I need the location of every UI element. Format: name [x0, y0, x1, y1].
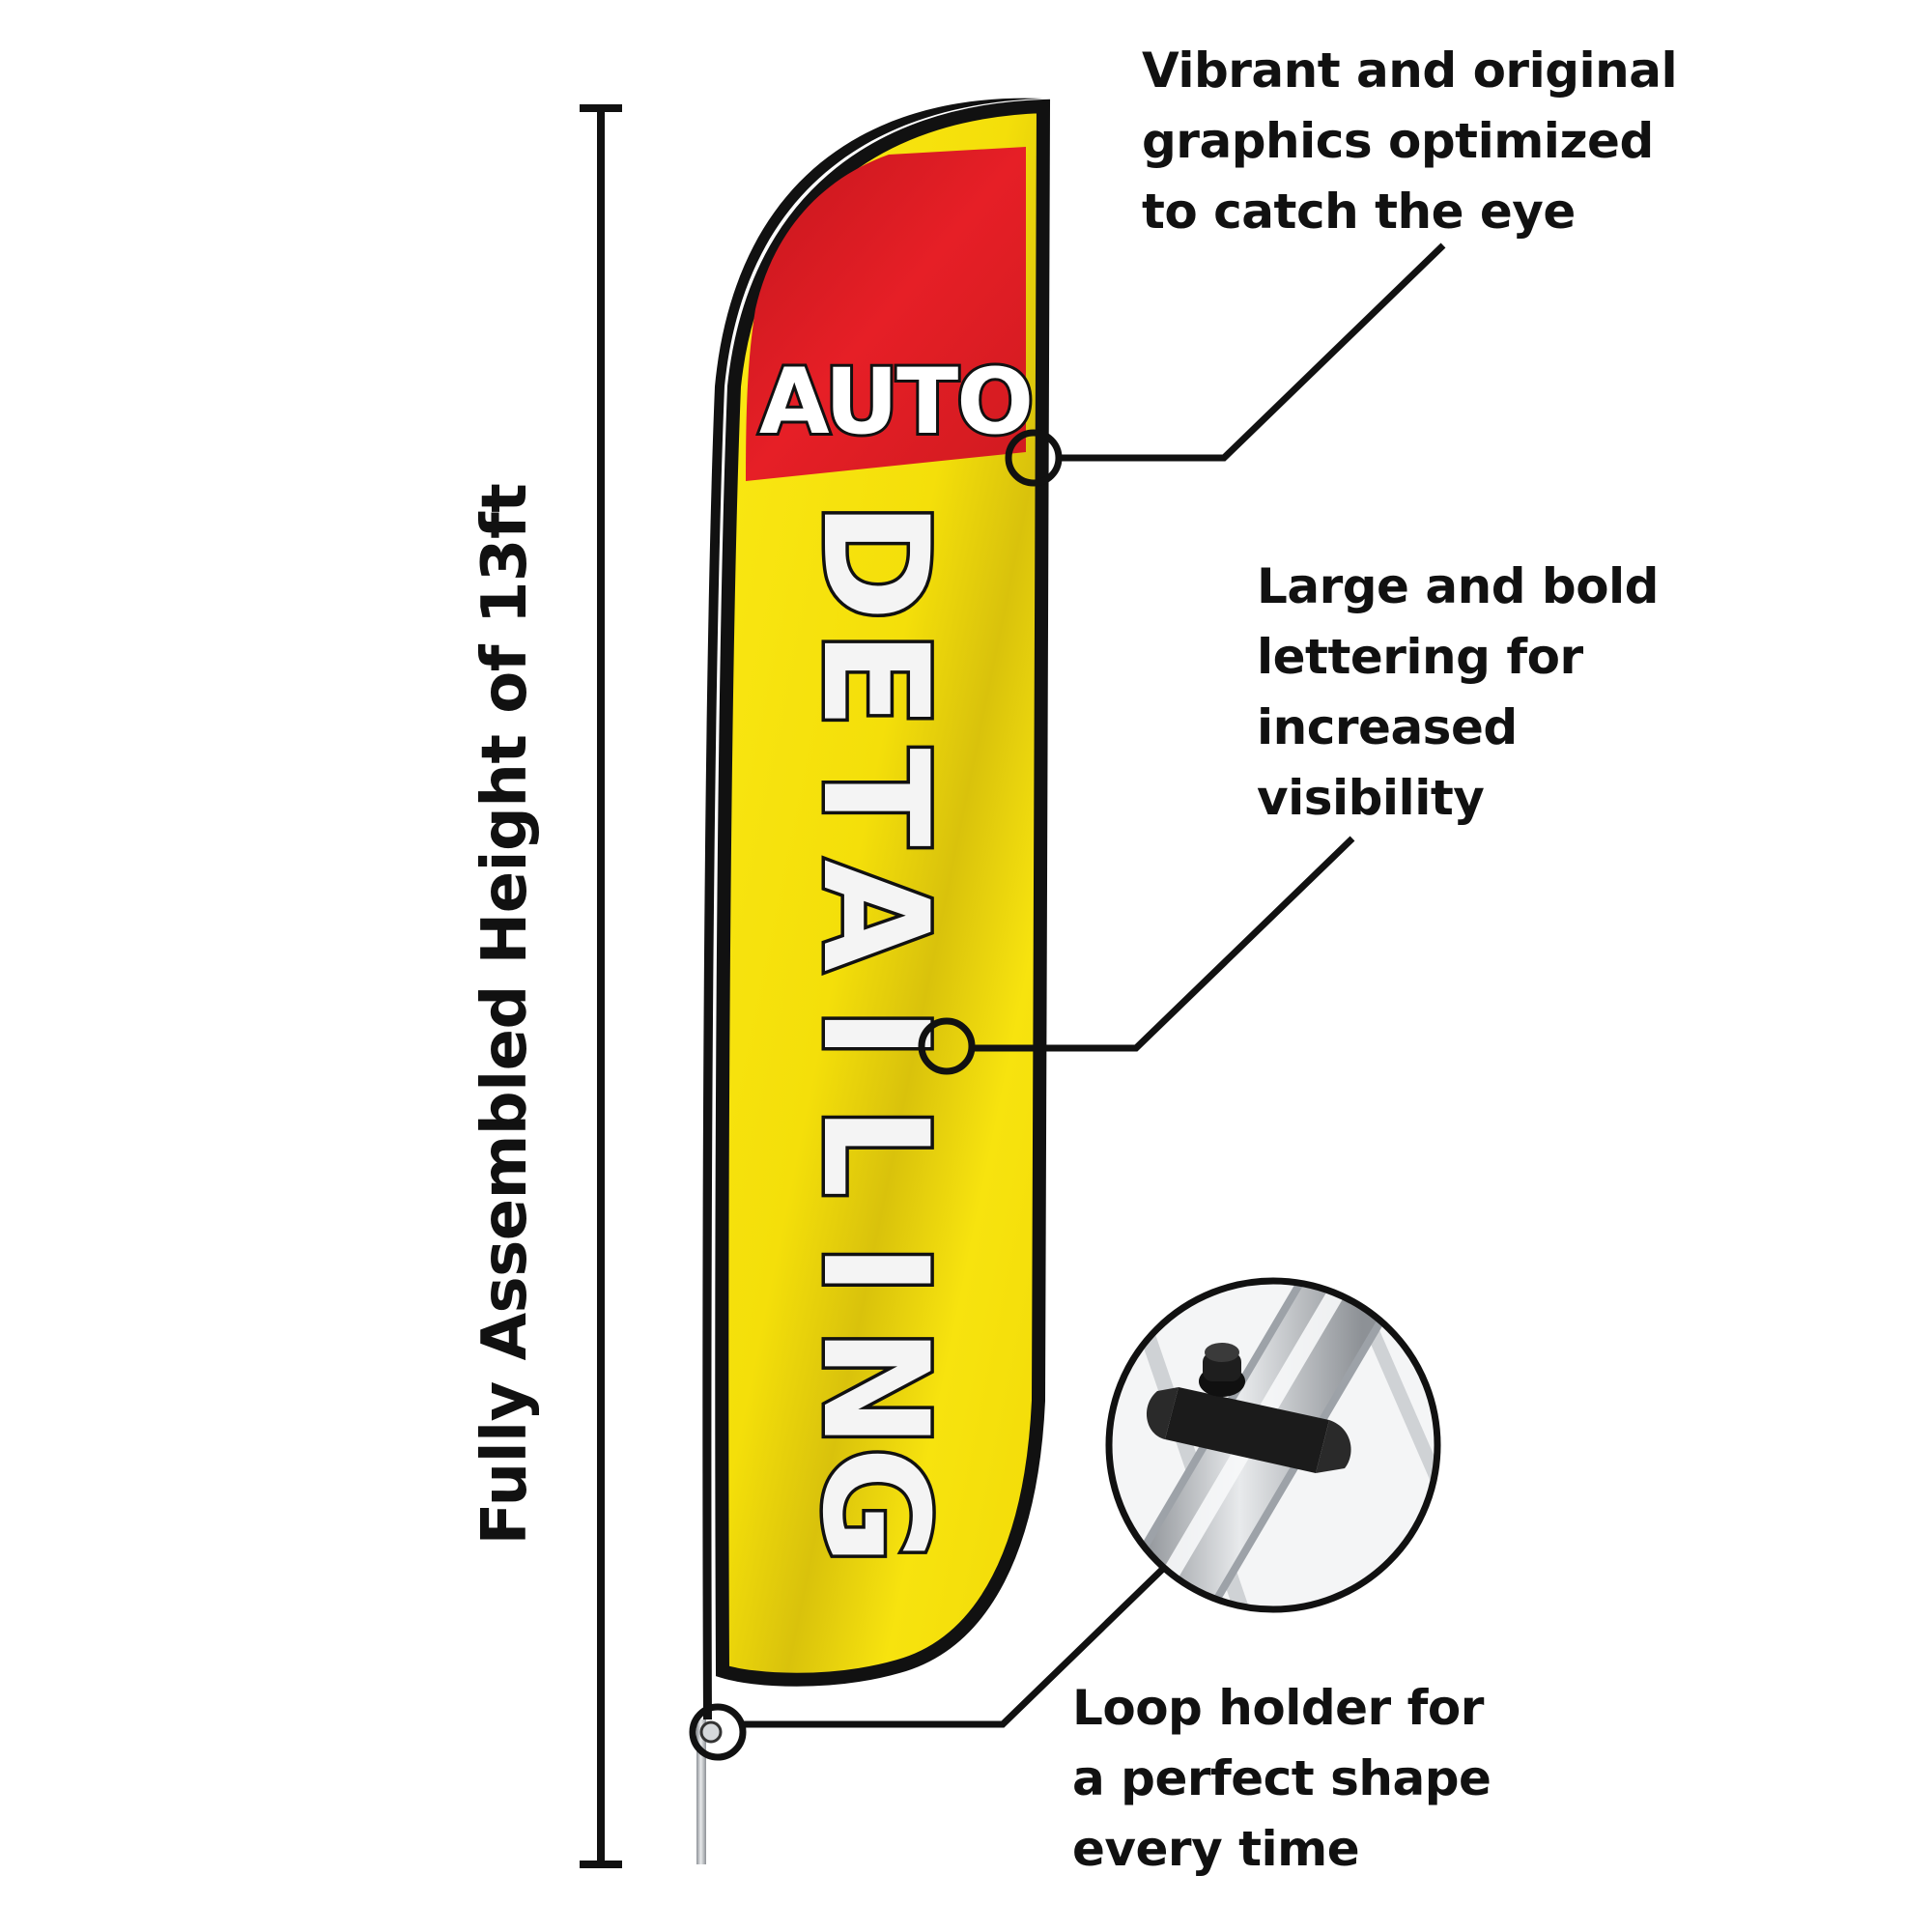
callout-line: Loop holder for — [1072, 1680, 1484, 1736]
height-label: Fully Assembled Height of 13ft — [469, 483, 541, 1546]
callout-line: Large and bold — [1257, 558, 1659, 614]
callout-line: graphics optimized — [1142, 113, 1654, 169]
flag-red-panel — [746, 147, 1026, 481]
leader-line-loop — [743, 1560, 1172, 1728]
callout-graphics: Vibrant and original graphics optimized … — [1142, 36, 1678, 247]
leader-line-graphics — [1059, 242, 1446, 462]
callout-marker-loop — [689, 1703, 747, 1761]
detailing-letter: I — [790, 1243, 958, 1297]
callout-line: every time — [1072, 1821, 1360, 1877]
leader-line-lettering — [972, 836, 1355, 1052]
detailing-letter: D — [790, 501, 958, 622]
detailing-letter: G — [790, 1446, 958, 1565]
callout-line: Vibrant and original — [1142, 43, 1678, 99]
flag-pole — [696, 1719, 706, 1864]
callout-line: lettering for — [1257, 629, 1583, 685]
callout-line: to catch the eye — [1142, 184, 1576, 240]
detailing-letter: I — [790, 1007, 958, 1061]
pole-clip-icon — [1105, 1277, 1441, 1613]
flag-word-auto: AUTO — [759, 350, 1032, 455]
detailing-letter: T — [790, 748, 958, 846]
height-dimension-line — [580, 104, 622, 1868]
callout-line: a perfect shape — [1072, 1750, 1492, 1806]
detailing-letter: A — [790, 860, 958, 972]
detailing-letter: L — [790, 1105, 958, 1198]
flag-body — [715, 99, 1051, 1687]
detailing-letter: N — [790, 1327, 958, 1449]
callout-line: increased — [1257, 699, 1518, 755]
callout-line: visibility — [1257, 770, 1485, 826]
callout-lettering: Large and bold lettering for increased v… — [1257, 552, 1659, 834]
detailing-letter: E — [790, 630, 958, 728]
callout-loop-holder: Loop holder for a perfect shape every ti… — [1072, 1673, 1492, 1885]
